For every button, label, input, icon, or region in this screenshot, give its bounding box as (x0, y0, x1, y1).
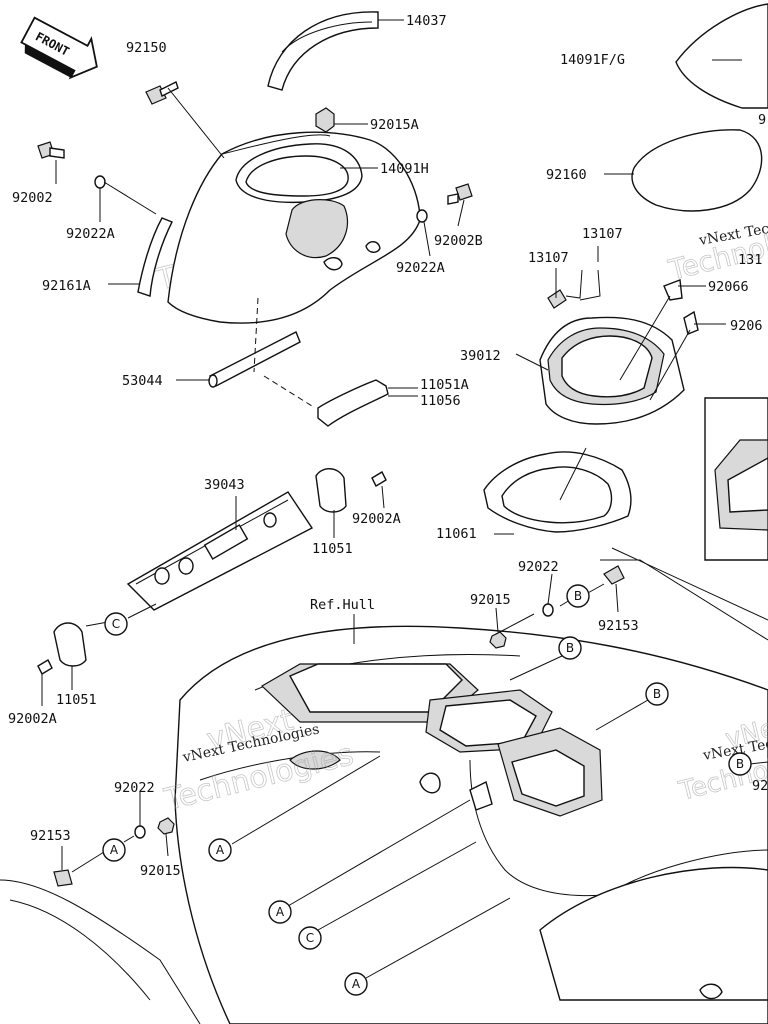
svg-text:C: C (112, 617, 120, 631)
part-label: 14037 (406, 13, 447, 29)
part-label: 11056 (420, 393, 461, 409)
part-92015a (315, 107, 335, 133)
part-label: 92015 (140, 863, 181, 879)
part-label: 13107 (528, 250, 569, 266)
svg-text:B: B (736, 757, 744, 771)
parts (37, 3, 768, 887)
part-label: 53044 (122, 373, 163, 389)
part-label: 92002A (352, 511, 401, 527)
ref-hull-label: Ref.Hull (310, 597, 375, 613)
ref-callout: C (298, 926, 322, 950)
part-label: 131 (738, 252, 762, 268)
part-92153 (603, 565, 625, 585)
svg-text:B: B (653, 687, 661, 701)
front-indicator: FRONT (20, 16, 98, 80)
part-label: 11051 (312, 541, 353, 557)
hull-outline (0, 397, 768, 1024)
ref-callouts: C B B B A A A C A B (102, 584, 752, 996)
svg-text:B: B (566, 641, 574, 655)
ref-callout: B (645, 682, 669, 706)
ref-callout: A (268, 900, 292, 924)
part-92002a (371, 471, 387, 487)
part-92002 (37, 141, 65, 159)
part-label: 92015 (470, 592, 511, 608)
part-label: 92022 (114, 780, 155, 796)
svg-text:C: C (306, 931, 314, 945)
ref-callout: A (344, 972, 368, 996)
part-92150 (145, 81, 179, 105)
part-92015 (157, 817, 175, 835)
ref-callout: A (208, 838, 232, 862)
part-92002b (447, 183, 473, 205)
part-14037 (267, 11, 379, 91)
part-label: 92002 (12, 190, 53, 206)
part-13107 (547, 289, 567, 309)
part-label: 39012 (460, 348, 501, 364)
ref-callout: B (728, 752, 752, 776)
part-92002a (37, 659, 53, 675)
ref-callout: B (558, 636, 582, 660)
svg-text:B: B (574, 589, 582, 603)
part-92066 (663, 279, 683, 301)
part-label: 9 (758, 112, 766, 128)
leader-lines (41, 19, 768, 979)
part-label: 14091H (380, 161, 429, 177)
part-label: 92002B (434, 233, 483, 249)
part-92022 (134, 825, 146, 839)
part-labels: 14037 92150 14091F/G 92015A 14091H 92002… (8, 13, 768, 879)
part-11051 (53, 622, 87, 667)
part-label: 92150 (126, 40, 167, 56)
svg-text:A: A (276, 905, 285, 919)
part-92161a (137, 217, 173, 297)
svg-text:A: A (110, 843, 119, 857)
part-label: 92160 (546, 167, 587, 183)
part-label: 11051A (420, 377, 469, 393)
part-92153 (53, 869, 73, 887)
part-label: 11051 (56, 692, 97, 708)
part-label: 92022A (396, 260, 445, 276)
part-label: 92153 (598, 618, 639, 634)
part-label: 13107 (582, 226, 623, 242)
part-label: 92066 (708, 279, 749, 295)
part-label: 39043 (204, 477, 245, 493)
svg-text:A: A (352, 977, 361, 991)
part-label: 92002A (8, 711, 57, 727)
part-92160 (631, 129, 763, 212)
part-label: 92022 (518, 559, 559, 575)
part-92022 (542, 603, 554, 617)
part-label: 92153 (30, 828, 71, 844)
ref-callout: C (104, 612, 128, 636)
svg-text:A: A (216, 843, 225, 857)
part-label: 92022A (66, 226, 115, 242)
part-11051 (315, 468, 347, 513)
part-14091fg (675, 3, 768, 109)
part-92022a (416, 209, 428, 223)
part-label: 14091F/G (560, 52, 625, 68)
part-label: 9206 (730, 318, 763, 334)
part-11051a (317, 379, 389, 427)
part-label: 92161A (42, 278, 91, 294)
part-label: 92 (752, 778, 768, 794)
ref-callout: B (566, 584, 590, 608)
part-label: 92015A (370, 117, 419, 133)
part-label: 11061 (436, 526, 477, 542)
part-92022a (94, 175, 106, 189)
ref-callout: A (102, 838, 126, 862)
